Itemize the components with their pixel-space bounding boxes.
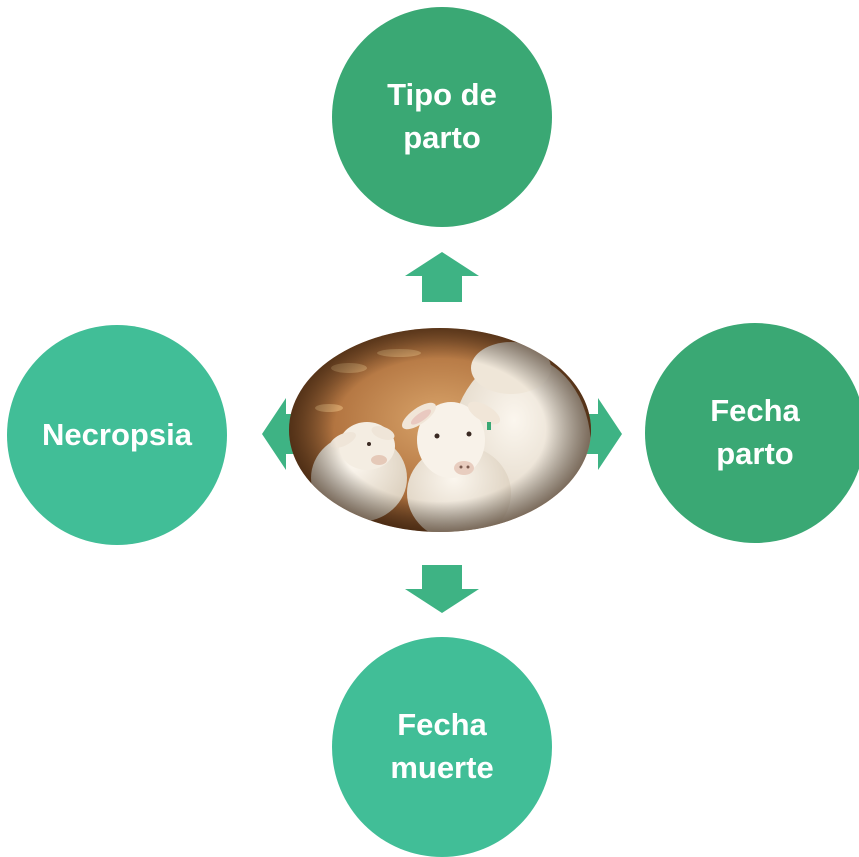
arrow-down-icon bbox=[405, 565, 479, 613]
node-label: Necropsia bbox=[42, 416, 192, 452]
node-label: Fecha muerte bbox=[390, 707, 494, 785]
node-tipo-de-parto: Tipo de parto bbox=[332, 7, 552, 227]
node-fecha-parto: Fecha parto bbox=[645, 323, 859, 543]
node-necropsia: Necropsia bbox=[7, 325, 227, 545]
node-label: Tipo de parto bbox=[387, 77, 497, 155]
lambs-photo bbox=[289, 328, 591, 532]
node-fecha-muerte: Fecha muerte bbox=[332, 637, 552, 857]
node-label: Fecha parto bbox=[710, 393, 800, 471]
arrow-up-icon bbox=[405, 252, 479, 302]
